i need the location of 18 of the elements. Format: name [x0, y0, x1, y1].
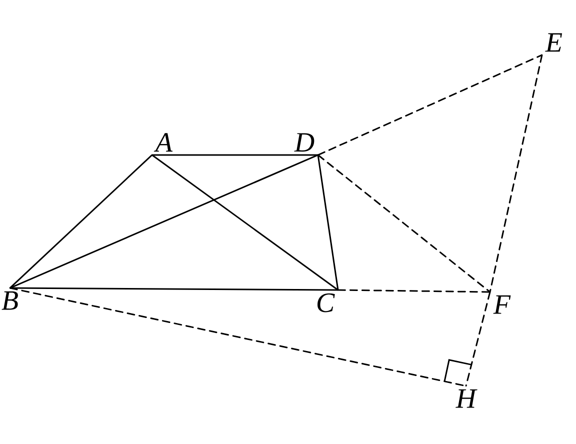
point-label: F	[493, 295, 511, 314]
point-label: E	[545, 33, 562, 52]
line-segment	[9, 287, 339, 291]
dashed-line	[337, 289, 491, 293]
point-label: C	[317, 293, 335, 312]
line-segment	[317, 154, 339, 291]
line-segment	[9, 154, 319, 289]
line-segment	[9, 154, 153, 289]
dashed-line	[489, 54, 543, 293]
line-segment	[151, 154, 319, 156]
dashed-line	[317, 154, 491, 293]
point-label: A	[154, 133, 173, 152]
point-label: D	[294, 133, 314, 152]
point-label: H	[456, 389, 478, 408]
line-segment	[151, 154, 339, 291]
dashed-line	[317, 54, 543, 156]
dashed-line	[465, 291, 491, 387]
point-label: B	[2, 291, 18, 310]
